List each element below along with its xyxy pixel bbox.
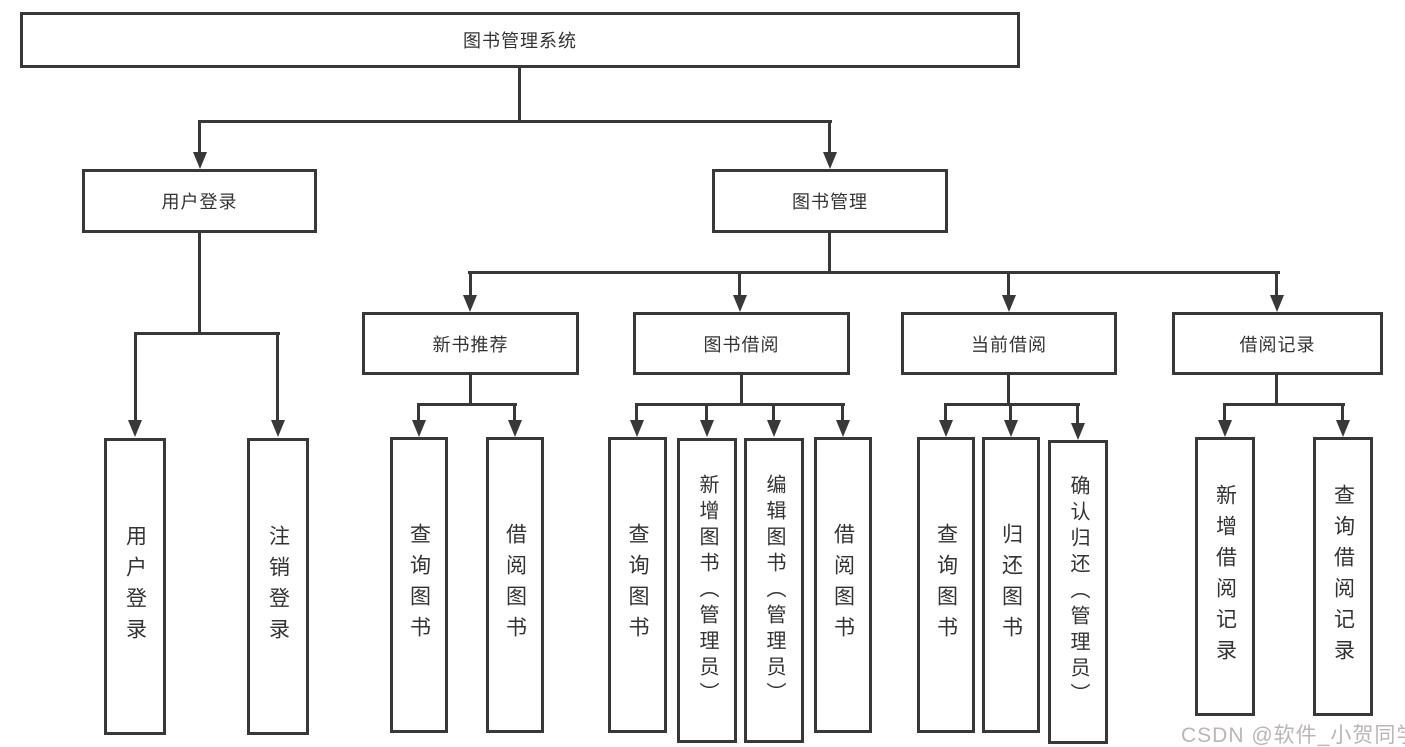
leaf-add-book-admin: 新增图书（管理员） <box>677 438 737 743</box>
leaf-return-book-label: 归还图书 <box>999 523 1023 647</box>
leaf-borrow-books-b-label: 借阅图书 <box>831 523 855 647</box>
leaf-query-books-b-label: 查询图书 <box>626 523 649 647</box>
connector-to-confirm-return <box>1076 403 1079 423</box>
connector-to-add-book <box>705 403 708 420</box>
arrowhead-user-login <box>193 152 207 169</box>
node-new-book-recommendation: 新书推荐 <box>362 312 579 375</box>
leaf-query-books-a-label: 查询图书 <box>407 523 431 647</box>
leaf-add-borrow-record: 新增借阅记录 <box>1195 437 1255 716</box>
node-borrowing-records: 借阅记录 <box>1172 312 1383 375</box>
leaf-logout-label: 注销登录 <box>266 524 290 649</box>
connector-root-bus <box>198 120 832 123</box>
connector-bookmgmt-bus <box>468 271 1280 274</box>
arrowhead-query-books-a <box>412 420 426 437</box>
leaf-confirm-return-admin: 确认归还（管理员） <box>1048 440 1108 744</box>
leaf-query-books-c-label: 查询图书 <box>934 523 958 647</box>
connector-to-leaf-logout <box>276 332 279 420</box>
arrowhead-borrow-books-a <box>508 420 522 437</box>
connector-bookmgmt-stem <box>828 233 831 274</box>
node-book-management: 图书管理 <box>712 169 948 233</box>
connector-to-borrow-records <box>1275 271 1278 295</box>
leaf-logout: 注销登录 <box>247 438 309 735</box>
connector-bookborrow-stem <box>740 375 743 406</box>
leaf-return-book: 归还图书 <box>982 437 1040 733</box>
leaf-edit-book-admin-label: 编辑图书（管理员） <box>763 473 785 708</box>
connector-userlogin-stem <box>198 233 201 334</box>
leaf-add-book-admin-label: 新增图书（管理员） <box>696 473 718 708</box>
connector-to-book-borrow <box>738 271 741 295</box>
connector-userlogin-bus <box>134 332 280 335</box>
connector-newbook-bus <box>419 403 517 406</box>
connector-to-leaf-user-login <box>134 332 137 420</box>
node-book-borrowing: 图书借阅 <box>633 312 850 375</box>
connector-to-user-login <box>198 120 201 152</box>
connector-to-return-book <box>1009 403 1012 420</box>
connector-to-query-books-c <box>944 403 947 420</box>
arrowhead-book-borrow <box>733 295 747 312</box>
leaf-query-books-a: 查询图书 <box>390 437 448 733</box>
node-library-management-system: 图书管理系统 <box>20 12 1020 68</box>
leaf-edit-book-admin: 编辑图书（管理员） <box>744 438 804 743</box>
connector-root-stem <box>518 68 521 123</box>
arrowhead-confirm-return <box>1071 423 1085 440</box>
connector-newbook-stem <box>469 375 472 406</box>
arrowhead-query-borrow-record <box>1336 420 1350 437</box>
arrowhead-query-books-c <box>939 420 953 437</box>
arrowhead-book-management <box>823 152 837 169</box>
node-current-borrowing: 当前借阅 <box>901 312 1117 375</box>
connector-borrowrecords-stem <box>1275 375 1278 406</box>
leaf-borrow-books-a: 借阅图书 <box>486 437 544 733</box>
leaf-query-books-c: 查询图书 <box>917 437 975 733</box>
connector-bookborrow-bus <box>637 403 845 406</box>
arrowhead-leaf-logout <box>271 420 285 437</box>
csdn-watermark: CSDN @软件_小贺同学 <box>1181 724 1405 747</box>
connector-to-borrow-books-a <box>513 403 516 420</box>
connector-borrowrecords-bus <box>1225 403 1345 406</box>
leaf-borrow-books-a-label: 借阅图书 <box>503 523 527 647</box>
connector-to-borrow-books-b <box>841 403 844 420</box>
arrowhead-borrow-books-b <box>836 420 850 437</box>
connector-to-query-books-b <box>635 403 638 420</box>
leaf-query-borrow-record-label: 查询借阅记录 <box>1331 483 1355 670</box>
connector-currentborrow-stem <box>1007 375 1010 406</box>
connector-to-query-borrow-record <box>1341 403 1344 420</box>
arrowhead-add-borrow-record <box>1218 420 1232 437</box>
leaf-borrow-books-b: 借阅图书 <box>814 437 872 733</box>
leaf-user-login-label: 用户登录 <box>123 524 147 649</box>
leaf-query-borrow-record: 查询借阅记录 <box>1313 437 1373 716</box>
arrowhead-query-books-b <box>630 420 644 437</box>
connector-to-new-book <box>469 271 472 295</box>
leaf-user-login: 用户登录 <box>104 438 166 735</box>
leaf-query-books-b: 查询图书 <box>608 437 667 733</box>
arrowhead-leaf-user-login <box>128 420 142 437</box>
connector-to-book-management <box>828 120 831 152</box>
node-user-login: 用户登录 <box>82 169 317 233</box>
connector-to-current-borrow <box>1007 271 1010 295</box>
connector-to-edit-book <box>772 403 775 420</box>
arrowhead-edit-book <box>767 420 781 437</box>
arrowhead-return-book <box>1004 420 1018 437</box>
arrowhead-borrow-records <box>1270 295 1284 312</box>
arrowhead-new-book <box>463 295 477 312</box>
arrowhead-add-book <box>700 420 714 437</box>
leaf-confirm-return-admin-label: 确认归还（管理员） <box>1067 475 1089 709</box>
arrowhead-current-borrow <box>1002 295 1016 312</box>
connector-to-add-borrow-record <box>1223 403 1226 420</box>
connector-to-query-books-a <box>417 403 420 420</box>
leaf-add-borrow-record-label: 新增借阅记录 <box>1213 483 1237 670</box>
connector-currentborrow-bus <box>946 403 1080 406</box>
